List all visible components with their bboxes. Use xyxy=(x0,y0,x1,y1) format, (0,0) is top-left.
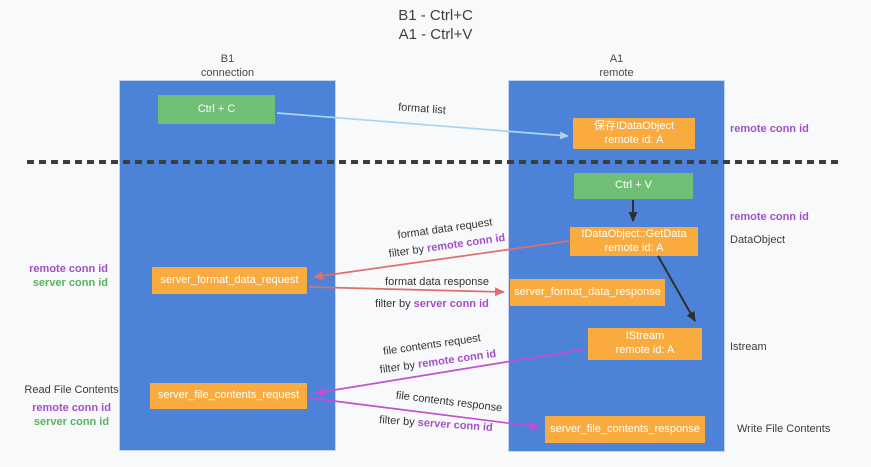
title-line-2: A1 - Ctrl+V xyxy=(398,25,473,43)
read-file-contents-block: Read File Contents remote conn id server… xyxy=(24,384,119,429)
column-header-b1: B1 connection xyxy=(119,52,336,81)
node-getdata: IDataObject::GetData remote id: A xyxy=(570,227,698,256)
dataobject-label: DataObject xyxy=(730,234,786,246)
format-list-label: format list xyxy=(397,101,447,117)
title-line-1: B1 - Ctrl+C xyxy=(398,7,473,24)
node-ctrl-c: Ctrl + C xyxy=(158,95,275,124)
node-server-file-contents-request-label: server_file_contents_request xyxy=(157,389,300,402)
read-file-contents-label: Read File Contents xyxy=(24,384,119,396)
node-save-dataobject-title: 保存IDataObject xyxy=(593,119,675,132)
write-file-contents-label: Write File Contents xyxy=(737,423,831,435)
format-data-response-label: format data response xyxy=(385,276,489,288)
session-divider-dashed-line xyxy=(27,160,839,164)
column-b1-subtitle: connection xyxy=(200,67,255,80)
column-a1-title: A1 xyxy=(609,53,624,65)
left-conn-id-labels: remote conn id server conn id xyxy=(20,263,108,291)
node-server-file-contents-response: server_file_contents_response xyxy=(545,416,705,443)
node-istream-subtitle: remote id: A xyxy=(615,344,675,356)
node-ctrl-v-label: Ctrl + V xyxy=(615,179,652,192)
node-server-format-data-request-label: server_format_data_request xyxy=(160,273,299,286)
left-server-conn-id-label: server conn id xyxy=(32,276,108,289)
node-istream: IStream remote id: A xyxy=(588,328,702,360)
node-server-format-data-response-label: server_format_data_response xyxy=(514,285,661,298)
left-remote-conn-id-label: remote conn id xyxy=(29,263,108,275)
left-bottom-remote-conn-id-label: remote conn id xyxy=(32,401,111,414)
column-a1-subtitle: remote xyxy=(599,67,634,80)
column-header-a1: A1 remote xyxy=(508,52,725,81)
diagram-title: B1 - Ctrl+C A1 - Ctrl+V xyxy=(0,7,871,45)
node-save-dataobject: 保存IDataObject remote id: A xyxy=(573,118,695,149)
right-remote-conn-id-top-label: remote conn id xyxy=(730,123,809,135)
node-getdata-title: IDataObject::GetData xyxy=(581,227,687,240)
column-b1-title: B1 xyxy=(220,53,235,65)
node-save-dataobject-subtitle: remote id: A xyxy=(604,133,664,146)
file-contents-response-filter-label: filter by server conn id xyxy=(378,414,494,434)
format-data-response-filter-label: filter by server conn id xyxy=(375,298,489,310)
node-ctrl-c-label: Ctrl + C xyxy=(197,102,236,115)
istream-label: Istream xyxy=(730,341,767,353)
right-remote-conn-id-mid-label: remote conn id xyxy=(730,211,809,223)
node-server-format-data-response: server_format_data_response xyxy=(510,279,665,306)
node-server-file-contents-request: server_file_contents_request xyxy=(150,383,307,409)
node-ctrl-v: Ctrl + V xyxy=(574,173,693,199)
left-bottom-server-conn-id-label: server conn id xyxy=(33,415,110,428)
node-getdata-subtitle: remote id: A xyxy=(604,241,664,254)
node-server-file-contents-response-label: server_file_contents_response xyxy=(550,422,700,435)
file-contents-response-label: file contents response xyxy=(395,389,503,415)
node-server-format-data-request: server_format_data_request xyxy=(152,267,307,294)
node-istream-title: IStream xyxy=(625,330,665,343)
